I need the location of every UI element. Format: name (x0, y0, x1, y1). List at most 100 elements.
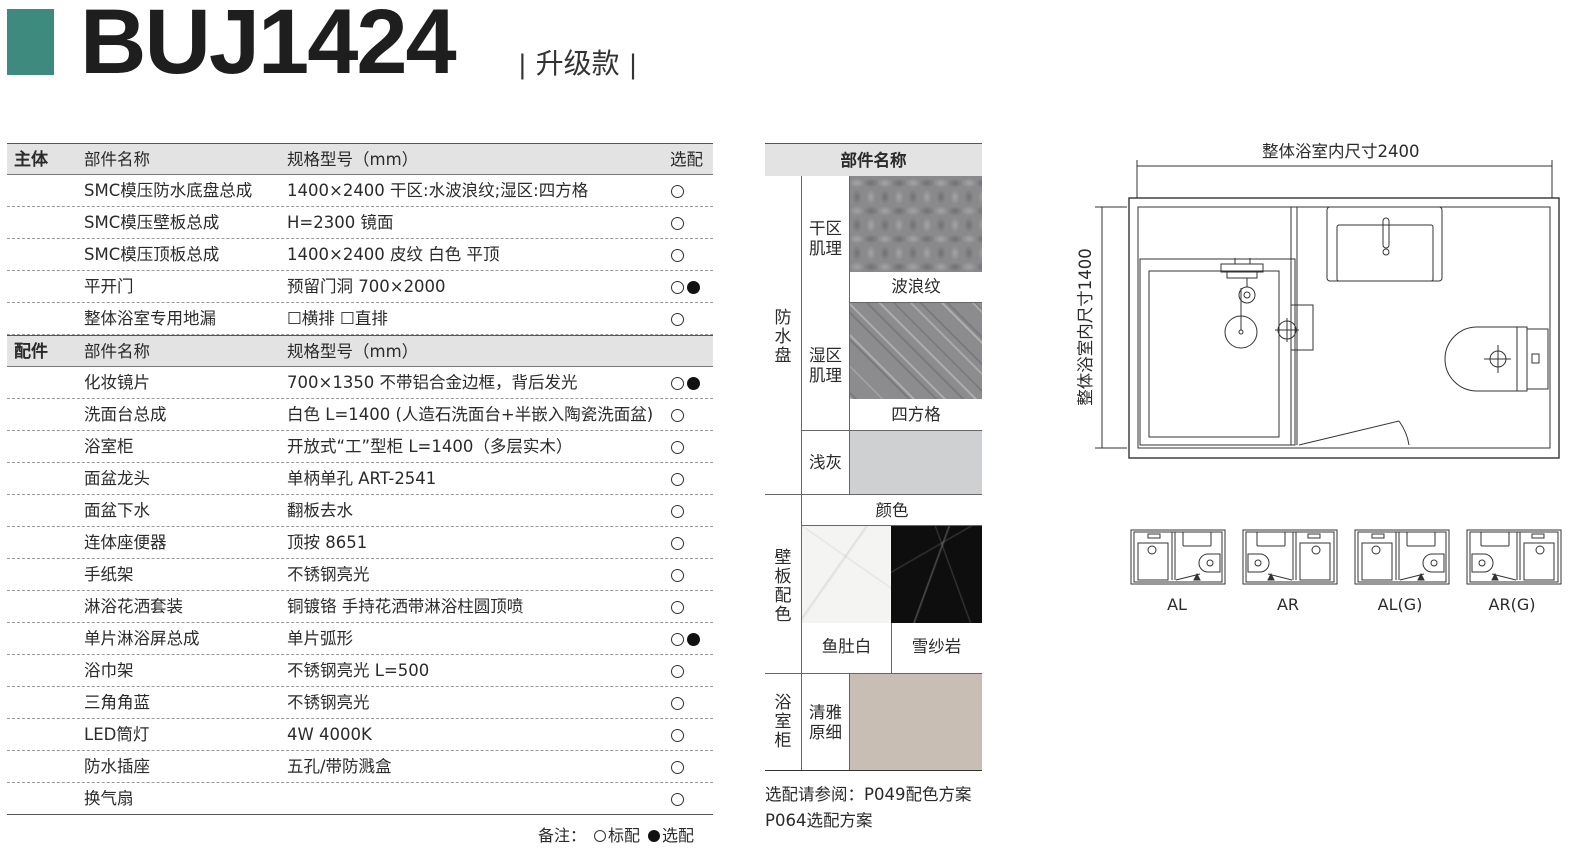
standard-circle-icon (671, 376, 684, 390)
option-marks (671, 207, 684, 239)
part-name: 浴巾架 (84, 661, 134, 680)
table-row: 浴巾架 不锈钢亮光 L=500 (7, 655, 713, 687)
cabinet-color-label: 清雅原细 (809, 703, 842, 742)
standard-circle-icon (671, 792, 684, 806)
part-name: 整体浴室专用地漏 (84, 309, 216, 328)
option-marks (671, 559, 684, 591)
parts-table: 主体 部件名称 规格型号（mm） 选配 SMC模压防水底盘总成 1400×2400… (7, 143, 713, 815)
layout-variants-diagram (1130, 529, 1562, 585)
standard-circle-icon (671, 696, 684, 710)
fish-belly-white-swatch (802, 526, 891, 623)
dry-zone-label: 干区肌理 (809, 219, 842, 258)
table-header-main: 主体 部件名称 规格型号（mm） 选配 (7, 143, 713, 175)
light-grey-label: 浅灰 (809, 453, 842, 472)
color-scheme-table: 部件名称 防水盘 干区肌理 波浪纹 湿区肌理 四方格 浅灰 壁板配色 颜色 鱼肚… (765, 143, 982, 771)
table-row: SMC模压防水底盘总成 1400×2400 干区:水波浪纹;湿区:四方格 (7, 175, 713, 207)
brand-color-block (7, 9, 54, 75)
standard-circle-icon (671, 472, 684, 486)
option-marks (671, 719, 684, 751)
part-spec: 1400×2400 干区:水波浪纹;湿区:四方格 (287, 181, 589, 200)
option-marks (671, 271, 700, 303)
option-marks (671, 751, 684, 783)
wave-label: 波浪纹 (891, 277, 941, 296)
tray-group-label: 防水盘 (774, 308, 792, 366)
version-label: | 升级款 | (518, 47, 638, 80)
part-spec: 700×1350 不带铝合金边框，背后发光 (287, 373, 578, 392)
part-spec: 翻板去水 (287, 501, 353, 520)
part-spec: ☐横排 ☐直排 (287, 309, 388, 328)
table-row: 面盆下水 翻板去水 (7, 495, 713, 527)
option-marks (671, 175, 684, 207)
part-spec: 不锈钢亮光 L=500 (287, 661, 430, 680)
table-row: 洗面台总成白色 L=1400 (人造石洗面台+半嵌入陶瓷洗面盆) (7, 399, 713, 431)
part-spec: 五孔/带防溅盒 (287, 757, 392, 776)
standard-circle-icon (671, 216, 684, 230)
part-name: 淋浴花洒套装 (84, 597, 183, 616)
floor-plan-diagram (1095, 160, 1560, 459)
table-row: 三角角蓝不锈钢亮光 (7, 687, 713, 719)
grid-label: 四方格 (891, 405, 941, 424)
snow-gauze-rock-swatch (891, 526, 982, 623)
table-row: 淋浴花洒套装铜镀铬 手持花洒带淋浴柱圆顶喷 (7, 591, 713, 623)
standard-circle-icon (671, 408, 684, 422)
standard-circle-icon (671, 600, 684, 614)
table-row: LED筒灯 4W 4000K (7, 719, 713, 751)
standard-circle-icon (671, 184, 684, 198)
part-name: 浴室柜 (84, 437, 134, 456)
reference-note: 选配请参阅：P049配色方案 P064选配方案 (765, 785, 972, 830)
part-spec: 4W 4000K (287, 725, 372, 744)
option-marks (671, 399, 684, 431)
option-marks (671, 591, 684, 623)
part-name: SMC模压顶板总成 (84, 245, 220, 264)
cabinet-group-label: 浴室柜 (774, 693, 792, 751)
part-spec: 开放式“工”型柜 L=1400（多层实木） (287, 437, 573, 456)
color-table-header: 部件名称 (765, 143, 982, 176)
table-row: 浴室柜 开放式“工”型柜 L=1400（多层实木） (7, 431, 713, 463)
layout-label-1: AR (1276, 595, 1300, 614)
table-row: 手纸架 不锈钢亮光 (7, 559, 713, 591)
option-marks (671, 367, 700, 399)
part-name: LED筒灯 (84, 725, 150, 744)
part-name: 单片淋浴屏总成 (84, 629, 200, 648)
standard-circle-icon (671, 568, 684, 582)
standard-circle-icon (671, 632, 684, 646)
option-marks (671, 431, 684, 463)
model-title: BUJ1424 (80, 0, 457, 93)
cabinet-color-swatch (850, 674, 982, 770)
table-row: 防水插座五孔/带防溅盒 (7, 751, 713, 783)
wall-group-label: 壁板配色 (774, 548, 792, 625)
optional-dot-icon (687, 376, 700, 390)
part-name: 换气扇 (84, 789, 134, 808)
option-marks (671, 463, 684, 495)
table-row: 整体浴室专用地漏 ☐横排 ☐直排 (7, 303, 713, 335)
wet-zone-label: 湿区肌理 (809, 346, 842, 385)
standard-circle-icon (671, 504, 684, 518)
part-spec: 预留门洞 700×2000 (287, 277, 446, 296)
grid-texture-swatch (850, 303, 982, 399)
fish-belly-white-label: 鱼肚白 (821, 637, 872, 656)
part-spec: 顶按 8651 (287, 533, 368, 552)
optional-dot-icon (687, 632, 700, 646)
table-row: 面盆龙头单柄单孔 ART-2541 (7, 463, 713, 495)
option-marks (671, 303, 684, 335)
layout-label-3: AR(G) (1488, 595, 1536, 614)
legend-note: 备注： 标配 选配 (538, 826, 695, 845)
table-row: 换气扇 (7, 783, 713, 815)
option-marks (671, 655, 684, 687)
part-name: 手纸架 (84, 565, 134, 584)
wave-texture-swatch (850, 176, 982, 272)
snow-gauze-rock-label: 雪纱岩 (911, 637, 962, 656)
part-name: 平开门 (84, 277, 134, 296)
option-marks (671, 527, 684, 559)
part-spec: 不锈钢亮光 (287, 565, 370, 584)
standard-circle-icon (594, 830, 607, 842)
part-name: SMC模压防水底盘总成 (84, 181, 253, 200)
part-spec: 不锈钢亮光 (287, 693, 370, 712)
option-marks (671, 687, 684, 719)
table-row: 连体座便器顶按 8651 (7, 527, 713, 559)
optional-dot-icon (648, 830, 661, 842)
part-name: 面盆下水 (84, 501, 150, 520)
option-marks (671, 495, 684, 527)
part-spec: 单柄单孔 ART-2541 (287, 469, 437, 488)
